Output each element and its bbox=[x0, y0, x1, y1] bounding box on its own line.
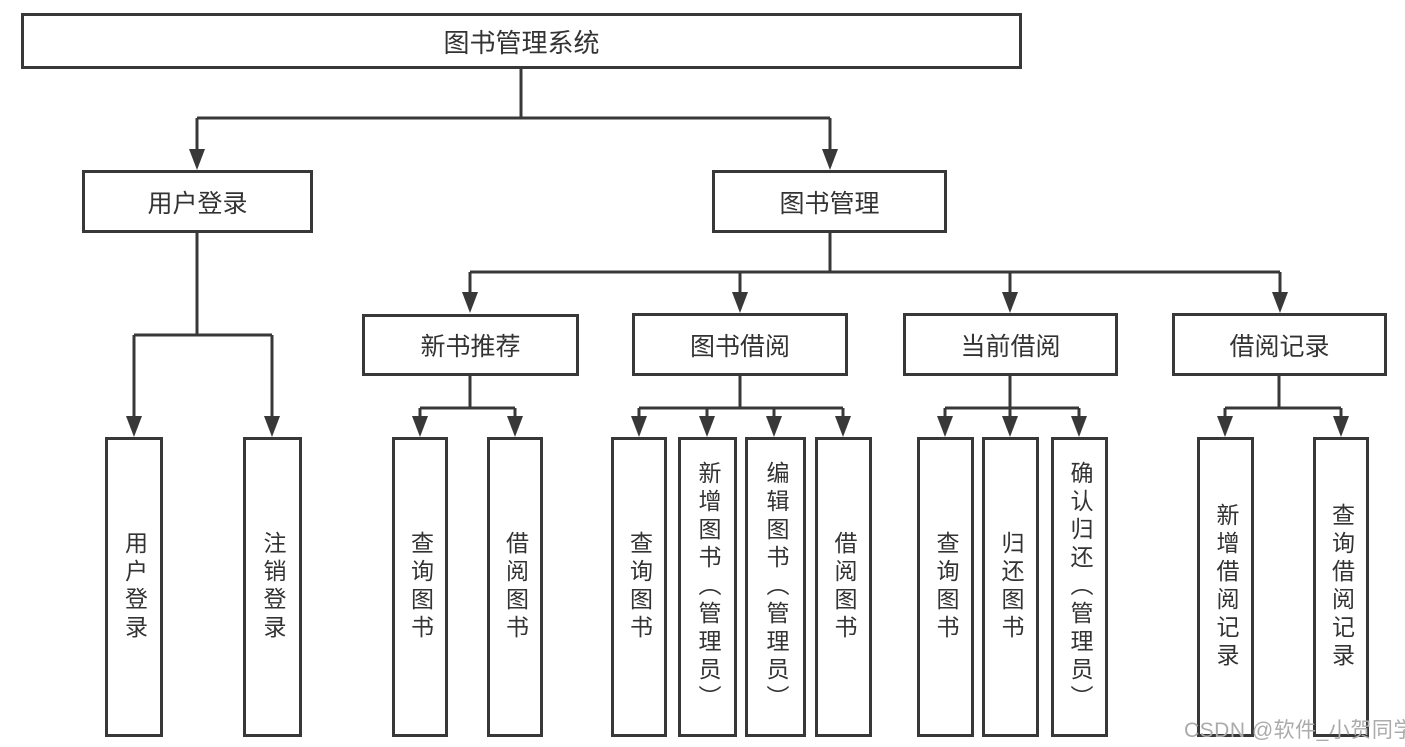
arrow-down-icon bbox=[822, 149, 838, 170]
arrow-down-icon bbox=[264, 416, 280, 437]
tree-edges bbox=[132, 69, 1343, 420]
node-book-borrowing: 图书借阅 bbox=[632, 313, 848, 376]
leaf-add-books-admin: 新增图书（管理员） bbox=[678, 437, 737, 737]
arrow-down-icon bbox=[631, 416, 647, 437]
arrow-down-icon bbox=[1071, 416, 1087, 437]
node-library-management-system: 图书管理系统 bbox=[21, 13, 1022, 69]
leaf-borrow-books-borrowing: 借阅图书 bbox=[815, 437, 872, 737]
arrow-down-icon bbox=[1272, 292, 1288, 313]
arrow-down-icon bbox=[1002, 416, 1018, 437]
csdn-watermark: CSDN @软件_小贺同学 bbox=[1184, 719, 1405, 742]
leaf-confirm-return-admin: 确认归还（管理员） bbox=[1051, 437, 1108, 737]
node-borrow-records: 借阅记录 bbox=[1172, 313, 1387, 376]
leaf-query-borrow-record: 查询借阅记录 bbox=[1313, 437, 1369, 737]
arrow-down-icon bbox=[1217, 416, 1233, 437]
arrow-down-icon bbox=[766, 416, 782, 437]
leaf-query-books-borrowing: 查询图书 bbox=[611, 437, 667, 737]
leaf-logout: 注销登录 bbox=[243, 437, 302, 737]
node-current-borrowing: 当前借阅 bbox=[903, 313, 1118, 376]
leaf-return-books: 归还图书 bbox=[982, 437, 1039, 737]
leaf-borrow-books-recommend: 借阅图书 bbox=[487, 437, 543, 737]
arrow-down-icon bbox=[462, 292, 478, 313]
arrow-down-icon bbox=[732, 292, 748, 313]
leaf-add-borrow-record: 新增借阅记录 bbox=[1197, 437, 1254, 737]
arrow-down-icon bbox=[699, 416, 715, 437]
leaf-query-books-recommend: 查询图书 bbox=[392, 437, 448, 737]
leaf-edit-books-admin: 编辑图书（管理员） bbox=[745, 437, 806, 737]
arrow-down-icon bbox=[937, 416, 953, 437]
arrow-down-icon bbox=[507, 416, 523, 437]
leaf-query-books-current: 查询图书 bbox=[917, 437, 974, 737]
arrow-down-icon bbox=[1333, 416, 1349, 437]
leaf-user-login: 用户登录 bbox=[105, 437, 163, 737]
arrow-heads bbox=[126, 149, 1349, 437]
arrow-down-icon bbox=[835, 416, 851, 437]
arrow-down-icon bbox=[126, 416, 142, 437]
arrow-down-icon bbox=[1002, 292, 1018, 313]
arrow-down-icon bbox=[189, 149, 205, 170]
node-user-login: 用户登录 bbox=[82, 170, 313, 233]
node-new-book-recommendation: 新书推荐 bbox=[362, 314, 579, 376]
node-book-management: 图书管理 bbox=[712, 170, 947, 233]
arrow-down-icon bbox=[412, 416, 428, 437]
